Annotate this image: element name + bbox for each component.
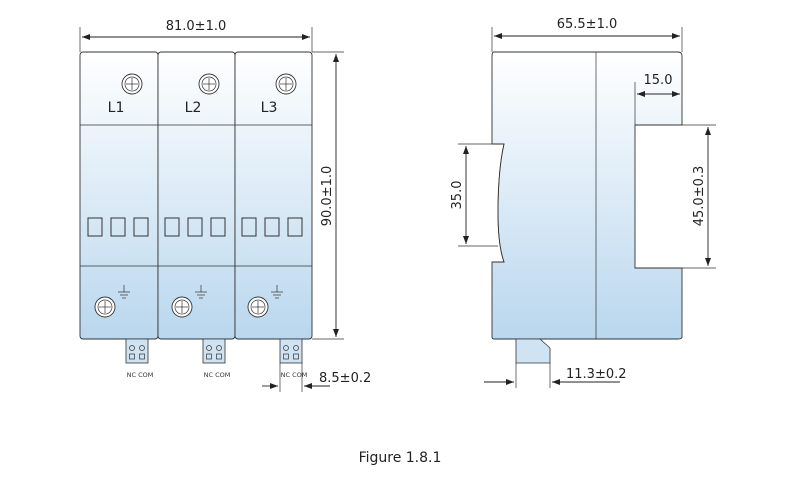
terminal-block-1	[125, 338, 149, 364]
screw-icon	[94, 296, 116, 318]
rail-dimension: 35.0	[450, 143, 498, 247]
terminal-label-3: NC COM	[281, 371, 308, 379]
terminal-block-3	[279, 338, 303, 364]
figure-caption: Figure 1.8.1	[358, 450, 442, 466]
screw-icon	[171, 296, 193, 318]
screw-icon	[198, 73, 220, 95]
pole-module-2	[157, 51, 236, 340]
front-view: 81.0±1.0 L1	[79, 19, 371, 392]
pole-label-l3: L3	[261, 100, 278, 116]
front-height-dimension: 90.0±1.0	[312, 51, 344, 340]
terminal-width-label: 8.5±0.2	[319, 371, 371, 386]
step-label: 15.0	[644, 73, 673, 88]
terminal-label-1: NC COM	[127, 371, 154, 379]
side-height-label: 45.0±0.3	[692, 166, 707, 227]
ground-icon	[195, 285, 207, 299]
screw-icon	[121, 73, 143, 95]
front-width-dimension: 81.0±1.0	[79, 19, 313, 52]
front-height-label: 90.0±1.0	[320, 166, 335, 227]
terminal-block-2	[202, 338, 226, 364]
step-dimension: 15.0	[634, 73, 680, 125]
din-clip-foot	[515, 338, 551, 364]
pole-label-l2: L2	[185, 100, 202, 116]
side-width-label: 65.5±1.0	[557, 17, 618, 32]
ground-icon	[118, 285, 130, 299]
side-body	[491, 51, 683, 340]
pole-module-1	[79, 51, 159, 340]
pole-label-l1: L1	[108, 100, 125, 116]
foot-label: 11.3±0.2	[566, 367, 627, 382]
screw-icon	[275, 73, 297, 95]
pole-module-3	[234, 51, 313, 340]
front-width-label: 81.0±1.0	[166, 19, 227, 34]
screw-icon	[247, 296, 269, 318]
indicator-windows	[87, 217, 303, 237]
terminal-label-2: NC COM	[204, 371, 231, 379]
ground-icon	[271, 285, 283, 299]
side-height-dimension: 45.0±0.3	[682, 124, 716, 269]
terminal-width-dimension: 8.5±0.2	[262, 363, 371, 392]
side-view: 65.5±1.0 15.0 45.0±0.3 35.0	[450, 17, 716, 388]
rail-label: 35.0	[450, 181, 465, 210]
side-width-dimension: 65.5±1.0	[491, 17, 683, 52]
foot-dimension: 11.3±0.2	[484, 363, 627, 388]
